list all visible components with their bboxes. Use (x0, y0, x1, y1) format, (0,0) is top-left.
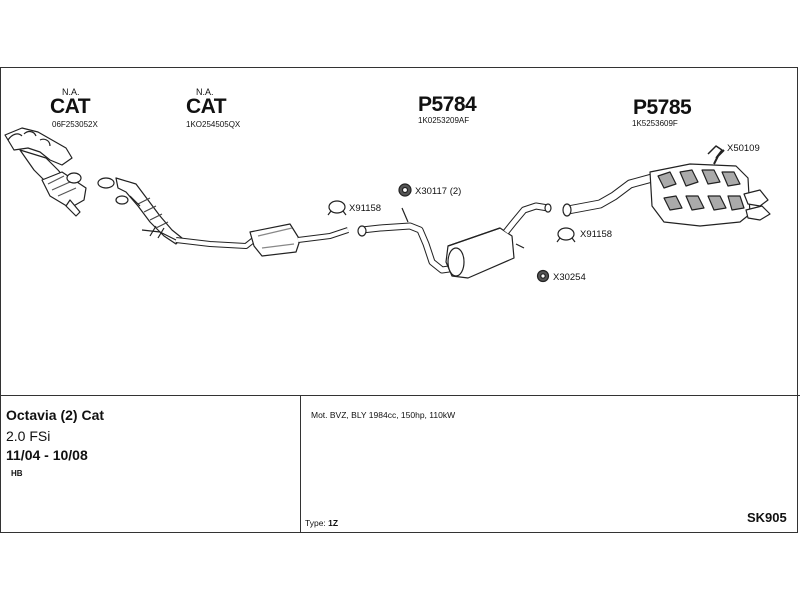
rear-silencer-label: P5785 (633, 96, 692, 119)
accessory-x30254-label: X30254 (553, 272, 586, 283)
sk-number: SK905 (747, 510, 787, 525)
cat1-label: CAT (50, 95, 91, 118)
middle-silencer-code: 1K0253209AF (418, 116, 470, 125)
rubber-mount-x30254-icon (536, 269, 550, 283)
accessory-x91158-b-label: X91158 (580, 229, 613, 240)
middle-silencer-label: P5784 (418, 93, 477, 116)
accessory-x30117-label: X30117 (2) (415, 186, 462, 197)
type-value: 1Z (328, 518, 339, 528)
cat2-note: N.A. (196, 87, 214, 97)
cat1-note: N.A. (62, 87, 80, 97)
hanger-x50109-icon (707, 145, 723, 159)
cat2-code: 1KO254505QX (186, 120, 241, 129)
info-divider-horizontal (0, 395, 800, 396)
diagram-frame (0, 67, 798, 533)
rubber-mount-x30117-icon (398, 183, 412, 197)
cat1-code: 06F253052X (52, 120, 98, 129)
engine-variant: 2.0 FSi (6, 428, 51, 444)
accessory-x50109-label: X50109 (727, 143, 760, 154)
production-years: 11/04 - 10/08 (6, 447, 88, 463)
type-field: Type: 1Z (305, 518, 338, 528)
front-pipe-catalyst-2 (97, 177, 349, 257)
accessory-x91158-a-label: X91158 (349, 203, 382, 214)
info-divider-vertical (300, 396, 301, 533)
cat2-label: CAT (186, 95, 227, 118)
middle-silencer-p5784 (357, 202, 552, 279)
type-label: Type: (305, 518, 326, 528)
body-type: HB (11, 469, 23, 478)
exhaust-system-diagram (4, 127, 771, 283)
vehicle-model: Octavia (2) Cat (6, 407, 105, 423)
motor-details: Mot. BVZ, BLY 1984cc, 150hp, 110kW (311, 410, 456, 420)
manifold-catalyst-1 (4, 127, 87, 217)
clamp-x91158-b-icon (556, 227, 576, 243)
rear-silencer-code: 1K5253609F (632, 119, 678, 128)
clamp-x91158-a-icon (327, 200, 347, 216)
rear-silencer-p5785 (562, 149, 771, 227)
